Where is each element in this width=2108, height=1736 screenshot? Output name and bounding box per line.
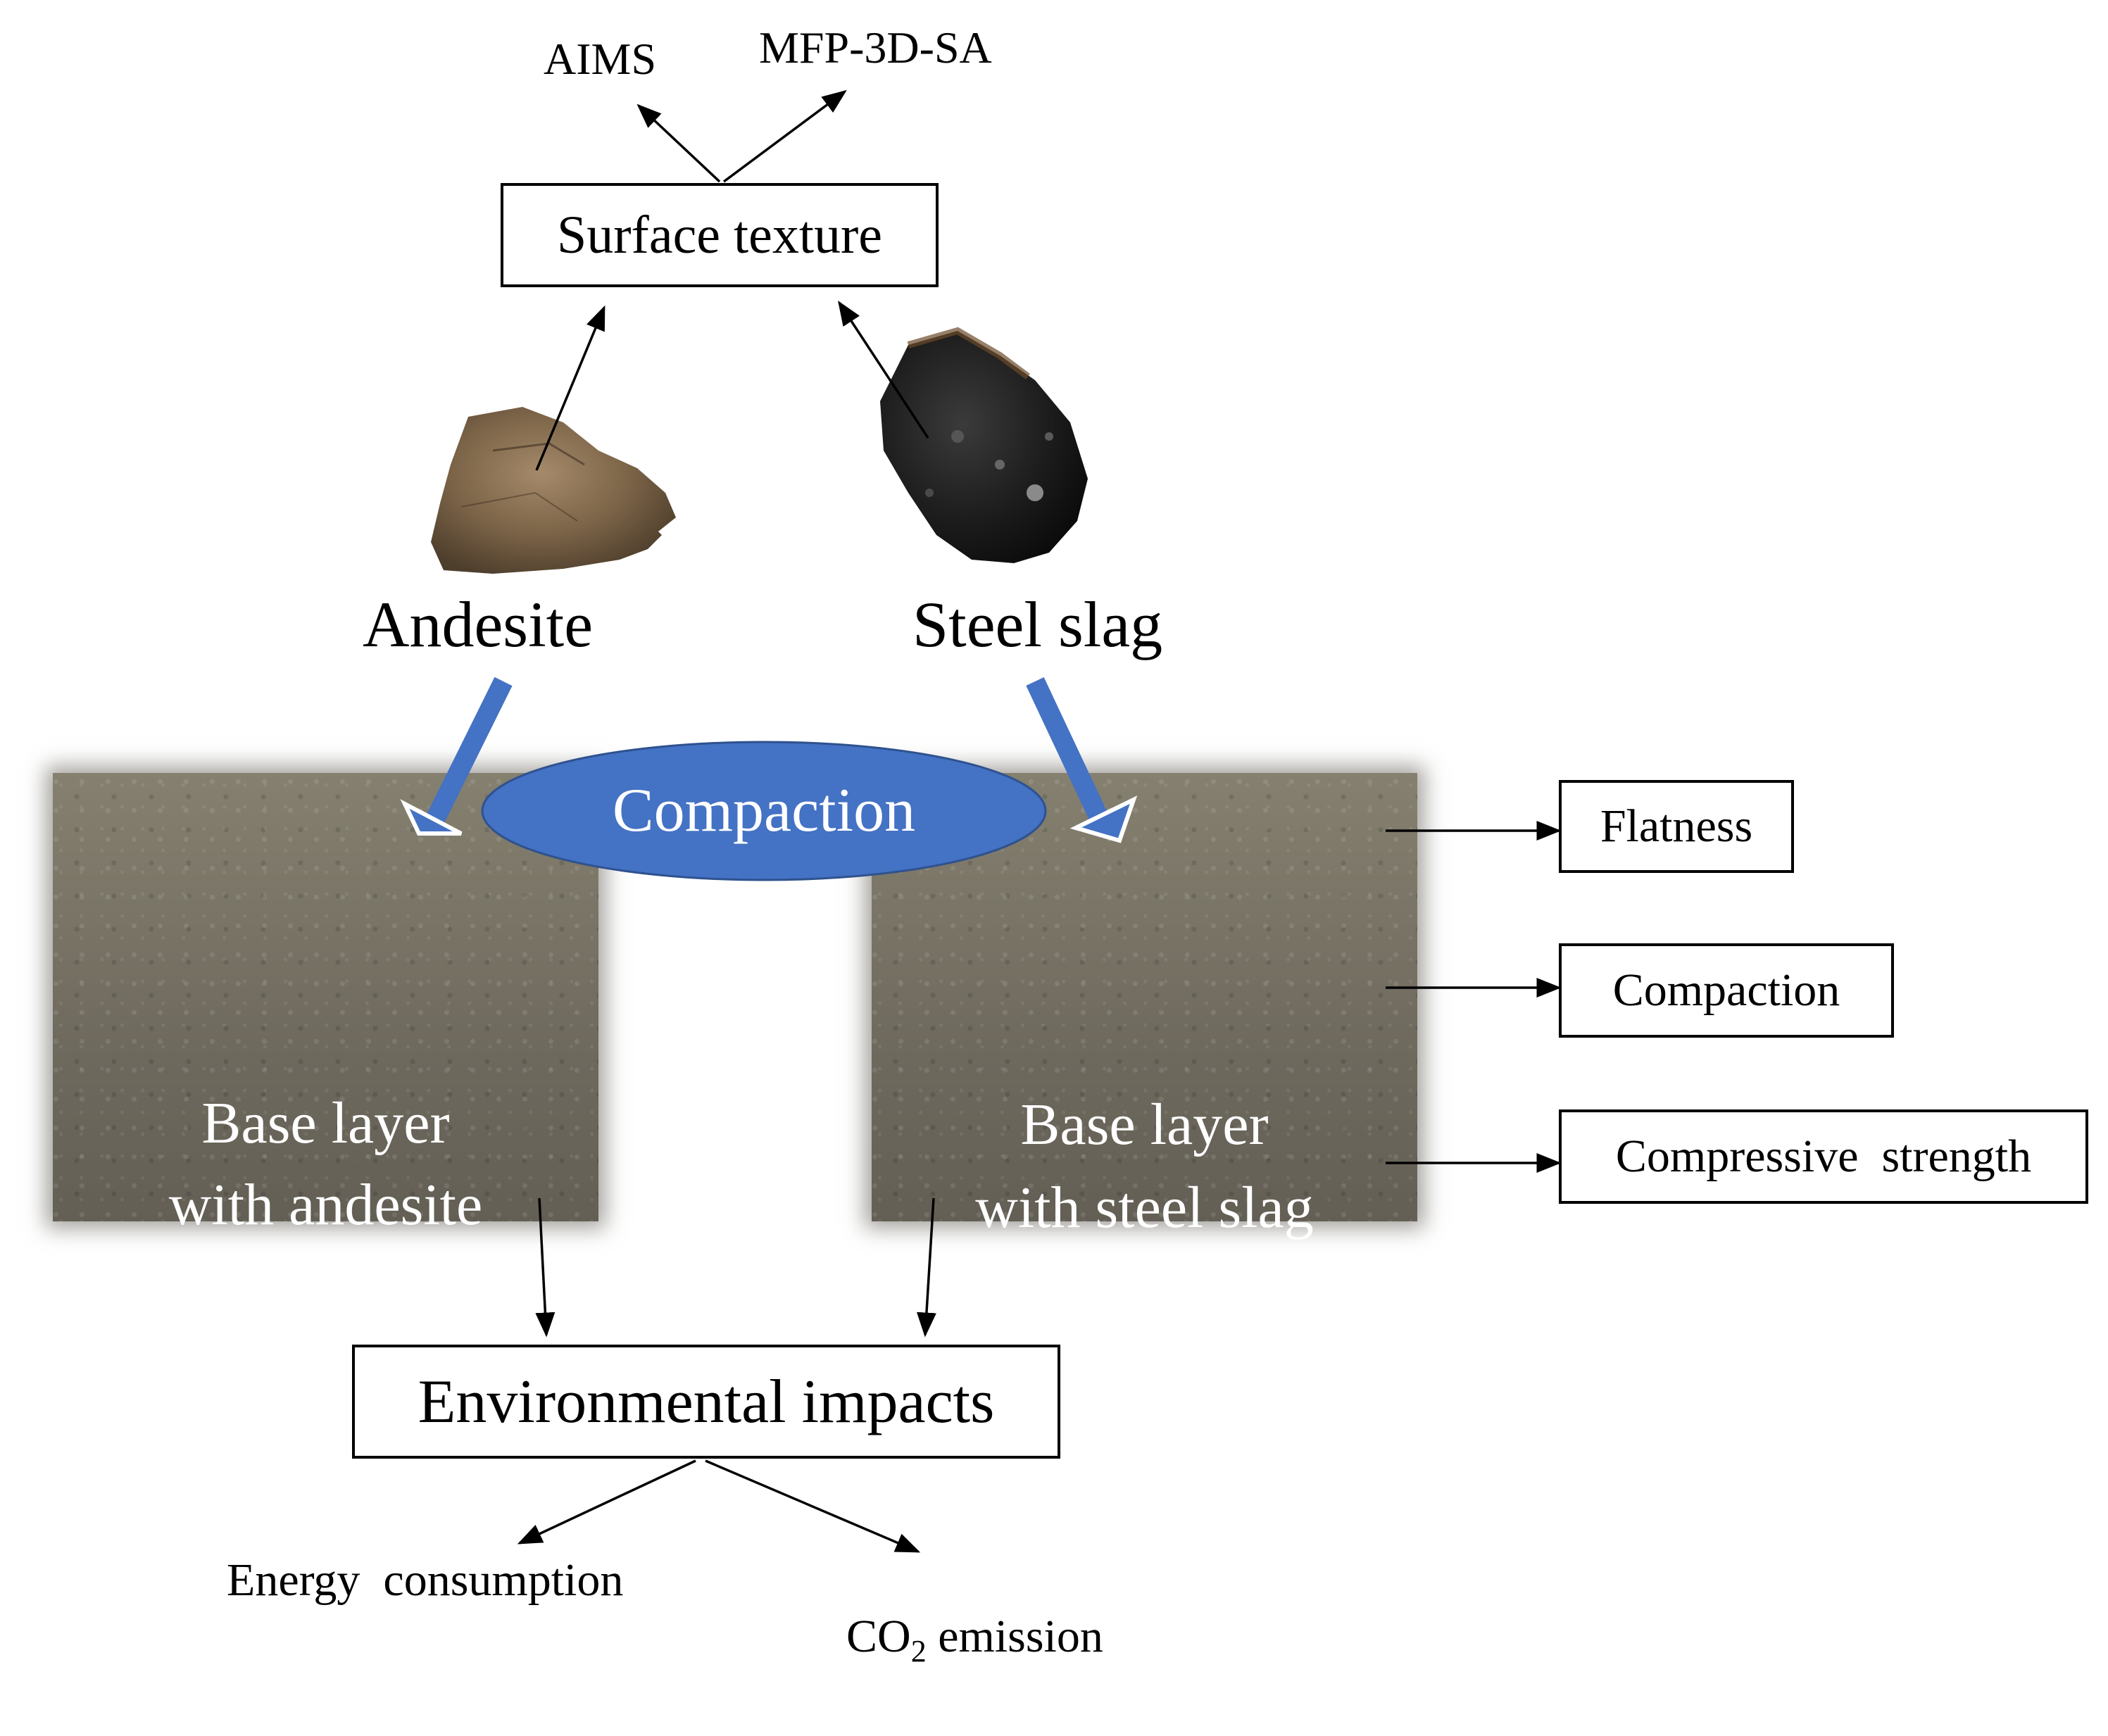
arrow-to-co2 (705, 1459, 921, 1553)
blue-arrow-andesite-head (400, 799, 463, 836)
arrow-to-mfp (722, 89, 847, 183)
base-layer-andesite-line2: with andesite (168, 1172, 483, 1238)
environmental-impacts-label: Environmental impacts (418, 1367, 995, 1436)
andesite-rock-icon (431, 407, 676, 574)
andesite-label: Andesite (363, 589, 594, 660)
blue-arrow-steel-slag-head (1069, 795, 1138, 843)
compaction-property-box: Compaction (1559, 943, 1894, 1038)
mfp-label: MFP-3D-SA (759, 23, 992, 73)
compaction-ellipse (481, 741, 1047, 881)
arrow-andesite-to-environmental (535, 1197, 556, 1338)
base-layer-steel-slag-panel: Base layer with steel slag (872, 773, 1417, 1240)
diagram-vector-layer (400, 89, 1562, 1553)
compressive-strength-label: Compressive strength (1615, 1131, 2032, 1182)
base-layer-andesite-panel: Base layer with andesite (53, 773, 598, 1238)
blue-arrow-andesite (424, 677, 513, 829)
surface-texture-box: Surface texture (501, 183, 939, 287)
arrow-to-aims (636, 103, 721, 183)
base-layer-andesite-line1: Base layer (201, 1090, 450, 1156)
steel-slag-label: Steel slag (912, 589, 1163, 660)
arrow-andesite-to-surface-texture (535, 305, 606, 471)
compaction-property-label: Compaction (1612, 964, 1840, 1016)
compaction-process-label: Compaction (612, 776, 916, 845)
compressive-strength-box: Compressive strength (1559, 1109, 2088, 1204)
co2-suffix: emission (926, 1611, 1103, 1662)
co2-emission-label: CO2 emission (800, 1552, 1103, 1736)
base-layer-steel-slag-line1: Base layer (1020, 1092, 1269, 1157)
environmental-impacts-box: Environmental impacts (352, 1345, 1060, 1459)
diagram-canvas: Base layer with andesite Base layer with… (53, 23, 2088, 1668)
arrow-steel-slag-to-surface-texture (838, 301, 929, 439)
arrow-to-energy (517, 1459, 696, 1545)
co2-subscript: 2 (910, 1634, 927, 1668)
co2-prefix: CO (846, 1611, 911, 1662)
flatness-box: Flatness (1559, 780, 1794, 873)
surface-texture-label: Surface texture (556, 205, 883, 265)
flatness-label: Flatness (1600, 800, 1753, 852)
steel-slag-rock-icon (880, 327, 1088, 563)
base-layer-steel-slag-line2: with steel slag (975, 1175, 1314, 1240)
arrow-steel-slag-to-environmental (916, 1197, 936, 1338)
aims-label: AIMS (544, 34, 657, 84)
blue-arrow-steel-slag (1026, 677, 1111, 828)
energy-consumption-label: Energy consumption (227, 1554, 624, 1606)
